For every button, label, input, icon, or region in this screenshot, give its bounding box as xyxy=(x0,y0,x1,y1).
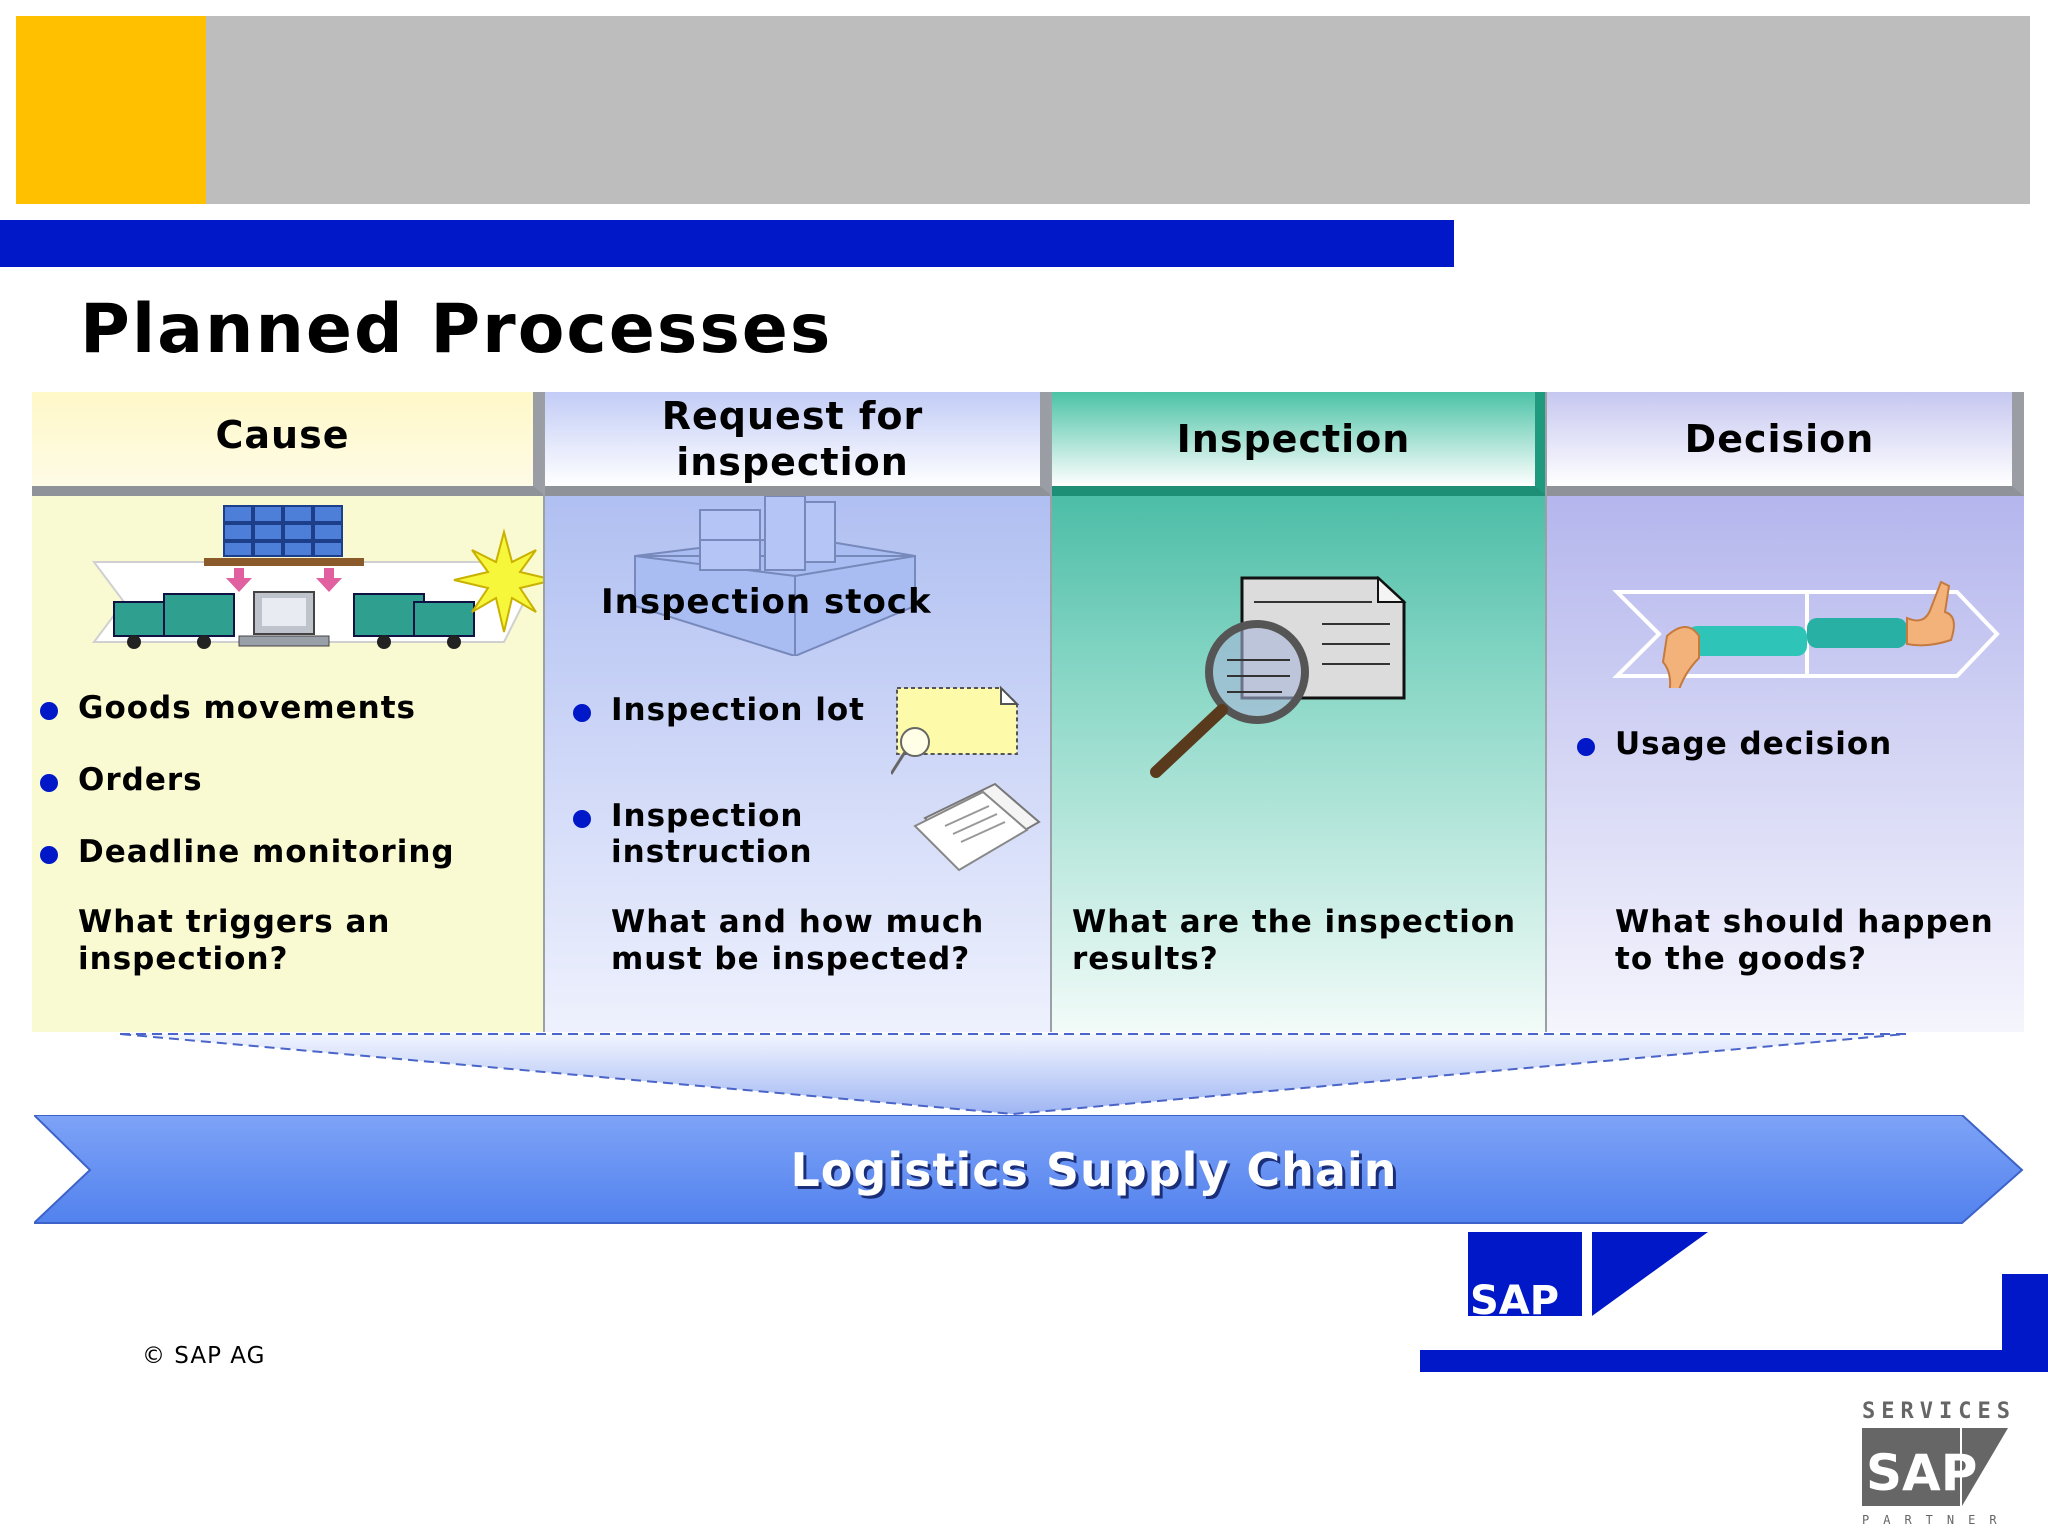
column-request-for-inspection: Request for inspection Inspection stock … xyxy=(545,392,1052,1032)
column-header-label: Cause xyxy=(215,413,350,457)
bullet-usage-decision: Usage decision xyxy=(1577,726,1892,762)
svg-text:SERVICES: SERVICES xyxy=(1862,1399,2016,1424)
column-header-decision: Decision xyxy=(1547,392,2024,496)
bullet-dot xyxy=(40,846,58,864)
sap-logo: SAP xyxy=(1468,1232,1708,1316)
thumbs-decision-icon xyxy=(1612,580,2000,688)
column-header-label: Inspection xyxy=(1176,417,1411,461)
header-accent-square xyxy=(16,16,206,204)
column-decision: Decision Usage decision What should happ… xyxy=(1547,392,2024,1032)
svg-text:SAP: SAP xyxy=(1470,1278,1559,1316)
column-header-cause: Cause xyxy=(32,392,545,496)
column-header-line-1: Request for xyxy=(661,394,924,438)
footer-blue-accent xyxy=(2002,1274,2048,1350)
inspection-stock-box-icon xyxy=(634,496,916,656)
slide-title: Planned Processes xyxy=(80,290,833,369)
funnel-shape xyxy=(120,1033,1906,1116)
goods-movement-illustration xyxy=(92,505,555,649)
column-header-inspection: Inspection xyxy=(1052,392,1547,496)
svg-text:SAP: SAP xyxy=(1866,1444,1977,1502)
column-header-label: Decision xyxy=(1684,417,1875,461)
bullet-dot xyxy=(573,810,591,828)
column-header-line-2: inspection xyxy=(676,440,909,484)
sap-services-logo: SERVICES SAP PARTNER xyxy=(1862,1399,2016,1526)
bullet-dot xyxy=(1577,738,1595,756)
bullet-deadline-monitoring: Deadline monitoring xyxy=(40,834,455,870)
column-header-request: Request for inspection xyxy=(545,392,1052,496)
magnifier-document-icon xyxy=(1150,575,1407,778)
bullet-dot xyxy=(40,702,58,720)
inspection-stock-label: Inspection stock xyxy=(601,582,932,622)
bullet-inspection-lot: Inspection lot xyxy=(573,692,865,728)
bullet-inspection-instruction: Inspection xyxy=(573,798,803,834)
bullet-continuation: instruction xyxy=(611,834,813,870)
bullet-goods-movements: Goods movements xyxy=(40,690,416,726)
footer-blue-bar xyxy=(1420,1350,2048,1372)
copyright-text: © SAP AG xyxy=(142,1343,266,1369)
column-cause: Cause Goods movements Orders Deadline mo… xyxy=(32,392,555,1032)
bullet-dot xyxy=(573,704,591,722)
supply-chain-arrow xyxy=(34,1115,2024,1224)
header-blue-bar xyxy=(0,220,1454,267)
bullet-orders: Orders xyxy=(40,762,203,798)
instruction-document-icon xyxy=(913,782,1041,872)
svg-text:PARTNER: PARTNER xyxy=(1862,1513,2011,1526)
inspection-lot-note-icon xyxy=(891,685,1020,775)
header-band xyxy=(16,16,2030,204)
bullet-dot xyxy=(40,774,58,792)
supply-chain-label: Logistics Supply Chain xyxy=(790,1143,1398,1197)
